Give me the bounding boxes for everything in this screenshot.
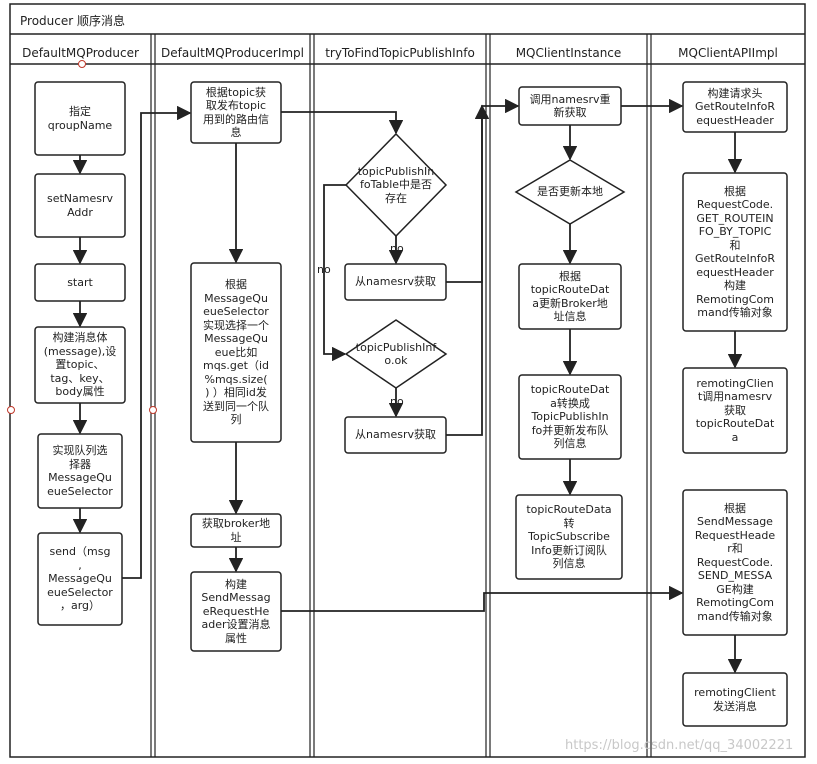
lane-header-default-mq-producer: DefaultMQProducer bbox=[22, 46, 139, 60]
node-select-queue: 根据 MessageQu eueSelector 实现选择一个 MessageQ… bbox=[202, 278, 270, 427]
diagram-title: Producer 顺序消息 bbox=[20, 14, 125, 28]
handle-mid bbox=[149, 406, 157, 414]
node-selector-impl: 实现队列选 择器 MessageQu eueSelector bbox=[47, 444, 113, 498]
node-set-group: 指定 qroupName bbox=[47, 105, 113, 132]
edge-label-no-2: no bbox=[317, 263, 331, 276]
node-get-broker: 获取broker地 址 bbox=[201, 517, 271, 544]
node-need-update: 是否更新本地 bbox=[537, 185, 603, 199]
node-fetch-ns-2: 从namesrv获取 bbox=[355, 428, 436, 442]
node-start: start bbox=[67, 275, 93, 289]
decisions bbox=[344, 132, 626, 389]
node-build-send-cmd: 根据 SendMessage RequestHeade r和 RequestCo… bbox=[694, 501, 776, 623]
node-get-route: 根据topic获 取发布topic 用到的路由信 息 bbox=[203, 85, 269, 140]
watermark: https://blog.csdn.net/qq_34002221 bbox=[565, 738, 794, 753]
lane-header-mq-client-instance: MQClientInstance bbox=[515, 46, 622, 60]
lane-header-mq-client-api-impl: MQClientAPIImpl bbox=[678, 46, 778, 60]
node-remoting-get: remotingClien t调用namesrv 获取 topicRouteDa… bbox=[695, 376, 775, 444]
node-build-header: 构建 SendMessag eRequestHe ader设置消息 属性 bbox=[201, 577, 271, 645]
handle-left bbox=[7, 406, 15, 414]
lane-header-try-to-find-topic-publish-info: tryToFindTopicPublishInfo bbox=[325, 46, 475, 60]
edge-label-no-3: no bbox=[390, 395, 404, 408]
node-info-ok: topicPublishInf o.ok bbox=[355, 340, 437, 368]
node-build-cmd: 根据 RequestCode. GET_ROUTEIN FO_BY_TOPIC … bbox=[695, 184, 775, 320]
node-update-broker: 根据 topicRouteDat a更新Broker地 址信息 bbox=[530, 269, 610, 324]
node-set-namesrv: setNamesrv Addr bbox=[46, 192, 114, 219]
node-to-subscribe-info: topicRouteData 转 TopicSubscribe Info更新订阅… bbox=[526, 503, 612, 571]
node-table-exists: topicPublishIn foTable中是否 存在 bbox=[357, 164, 435, 205]
process-boxes bbox=[34, 81, 788, 727]
edge-label-no-1: no bbox=[390, 242, 404, 255]
node-build-req-header: 构建请求头 GetRouteInfoR equestHeader bbox=[695, 86, 775, 127]
node-build-msg: 构建消息体 (message),设 置topic、 tag、key、 body属… bbox=[43, 331, 117, 399]
node-send: send（msg , MessageQu eueSelector ，arg） bbox=[47, 545, 113, 613]
handle-top bbox=[78, 60, 86, 68]
node-remoting-send: remotingClient 发送消息 bbox=[694, 686, 776, 713]
connectors bbox=[72, 98, 743, 674]
lane-header-default-mq-producer-impl: DefaultMQProducerImpl bbox=[161, 46, 304, 60]
outer-frame bbox=[9, 3, 806, 758]
node-call-ns: 调用namesrv重 新获取 bbox=[529, 92, 611, 120]
node-fetch-ns-1: 从namesrv获取 bbox=[355, 275, 436, 289]
lane-dividers bbox=[150, 34, 652, 757]
node-to-publish-info: topicRouteDat a转换成 TopicPublishIn fo并更新发… bbox=[530, 383, 610, 451]
